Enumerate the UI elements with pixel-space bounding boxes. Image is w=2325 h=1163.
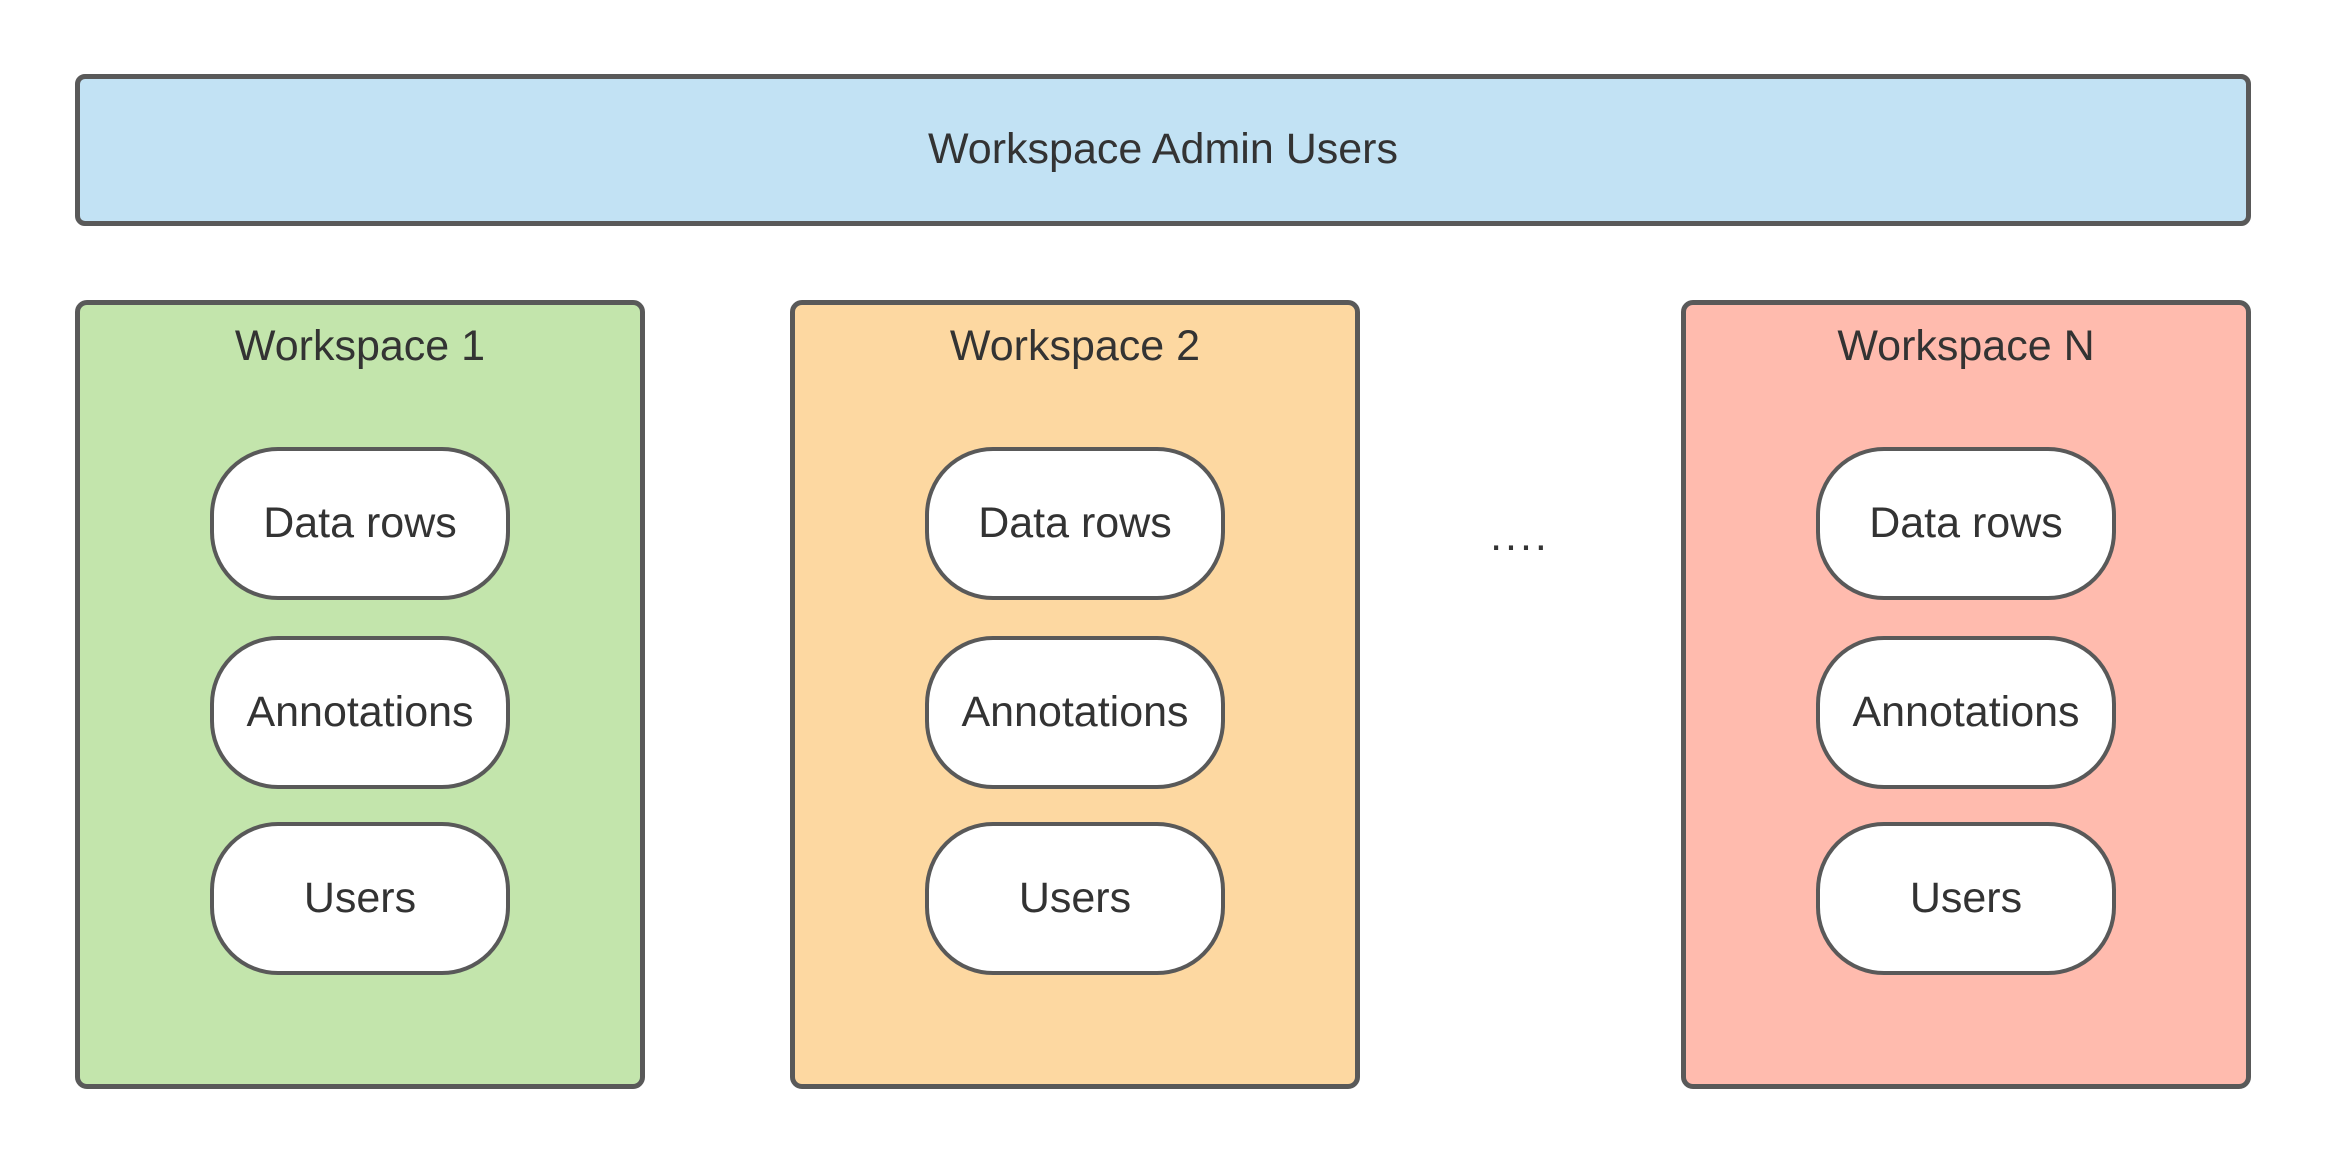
node-label: Users xyxy=(1909,873,2023,922)
node-label: Data rows xyxy=(978,498,1172,547)
workspace-1-title: Workspace 1 xyxy=(234,322,486,370)
node-label: Annotations xyxy=(1852,687,2080,736)
banner-label: Workspace Admin Users xyxy=(928,125,1398,174)
workspace-1-data-rows-node: Data rows xyxy=(210,447,510,600)
workspace-n-title: Workspace N xyxy=(1837,322,2095,370)
workspace-2-users-node: Users xyxy=(925,822,1225,975)
workspace-n-data-rows-node: Data rows xyxy=(1816,447,2116,600)
node-label: Data rows xyxy=(263,498,457,547)
node-label: Annotations xyxy=(246,687,474,736)
node-label: Users xyxy=(303,873,417,922)
workspace-n-box: Workspace N Data rows Annotations Users xyxy=(1681,300,2251,1089)
node-label: Annotations xyxy=(961,687,1189,736)
workspace-n-users-node: Users xyxy=(1816,822,2116,975)
workspace-n-annotations-node: Annotations xyxy=(1816,636,2116,789)
node-label: Data rows xyxy=(1869,498,2063,547)
workspace-2-box: Workspace 2 Data rows Annotations Users xyxy=(790,300,1360,1089)
workspace-1-annotations-node: Annotations xyxy=(210,636,510,789)
workspace-admin-users-banner: Workspace Admin Users xyxy=(75,74,2251,226)
node-label: Users xyxy=(1018,873,1132,922)
workspace-2-data-rows-node: Data rows xyxy=(925,447,1225,600)
more-workspaces-ellipsis: .... xyxy=(1490,512,1550,560)
workspace-1-users-node: Users xyxy=(210,822,510,975)
workspace-2-annotations-node: Annotations xyxy=(925,636,1225,789)
workspace-2-title: Workspace 2 xyxy=(949,322,1201,370)
workspace-1-box: Workspace 1 Data rows Annotations Users xyxy=(75,300,645,1089)
